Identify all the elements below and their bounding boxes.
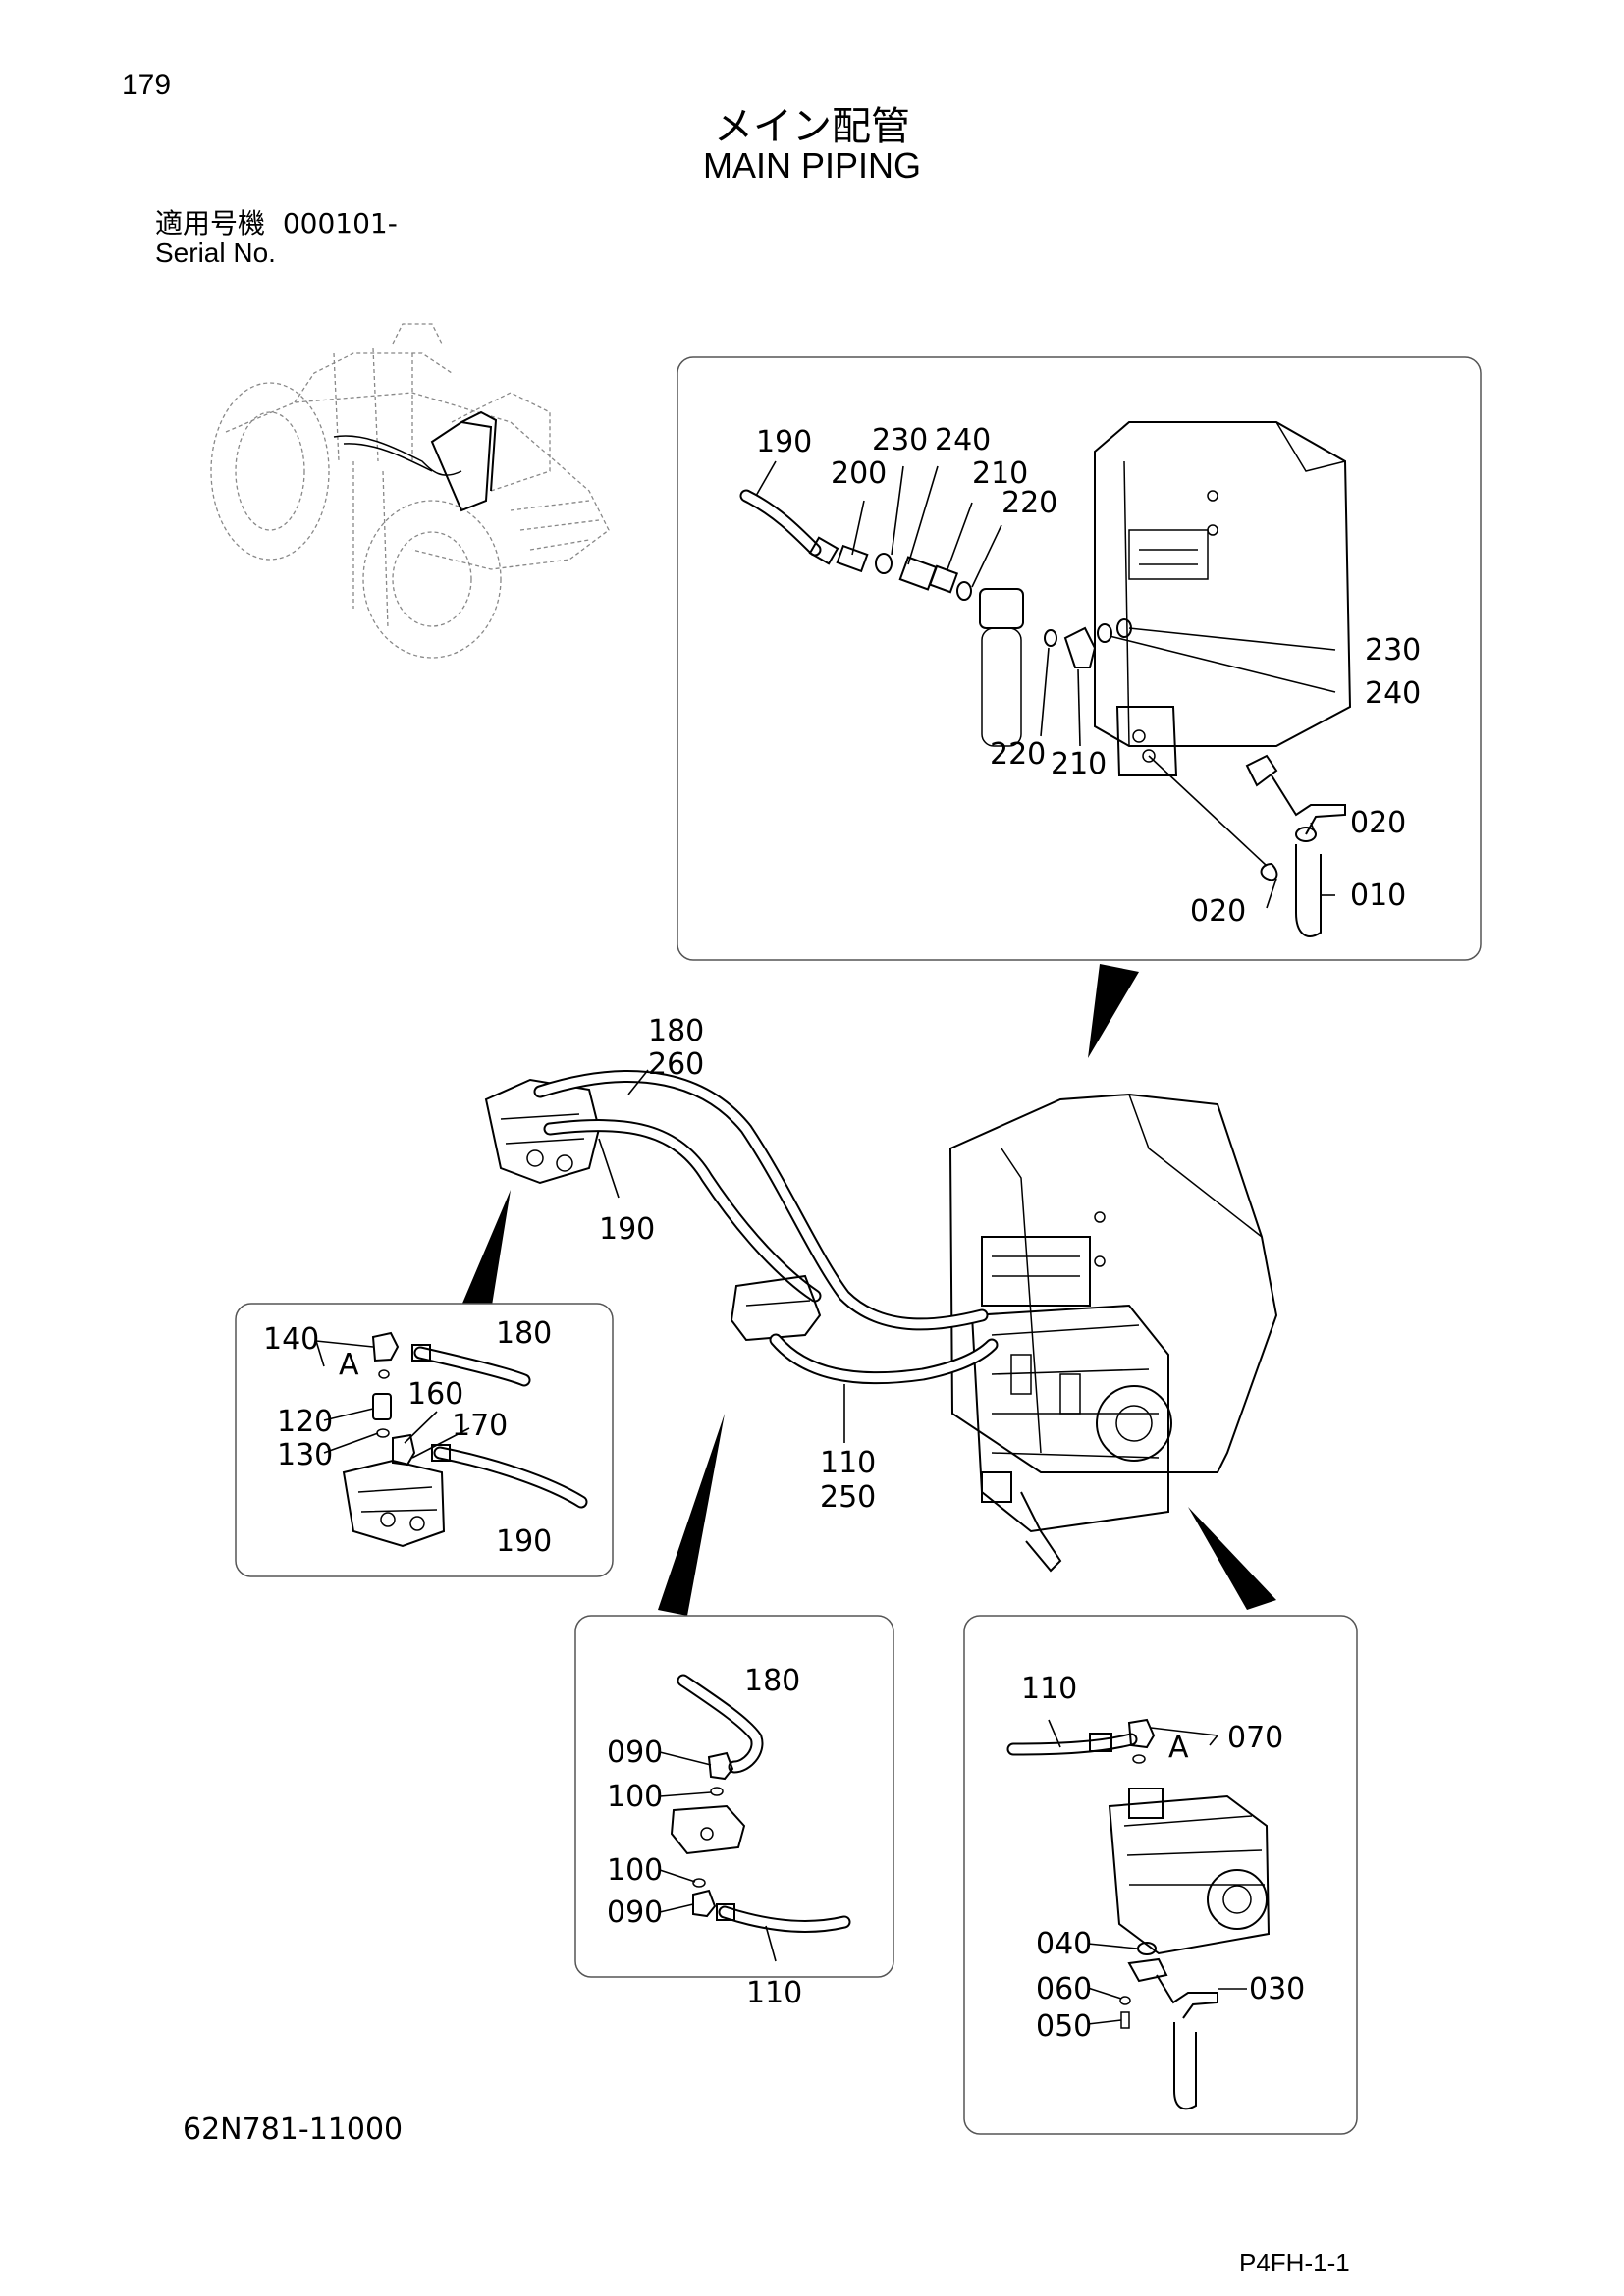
callout-a-left: A	[339, 1348, 359, 1382]
callout-050: 050	[1036, 2009, 1092, 2044]
pointer-wedge-right	[1188, 1507, 1276, 1610]
serial-label-jp-text: 適用号機	[155, 207, 266, 240]
callout-180-left: 180	[496, 1316, 552, 1351]
callout-200: 200	[831, 456, 887, 491]
detail-panel-middle-valve: 180 090 100 100 090 110	[574, 1615, 894, 2010]
page-number: 179	[122, 69, 172, 101]
pointer-wedge-center	[658, 1414, 725, 1616]
callout-090-bottom: 090	[607, 1896, 663, 1930]
callout-230-right: 230	[1365, 633, 1421, 667]
callout-170: 170	[452, 1409, 508, 1443]
callout-020-right: 020	[1350, 806, 1406, 840]
main-assembly-view: 180 260 190 110 250	[484, 1014, 1278, 1573]
callout-230-top: 230	[872, 423, 928, 457]
callout-260: 260	[648, 1047, 704, 1082]
callout-070: 070	[1227, 1721, 1283, 1755]
pointer-wedge-left	[461, 1190, 511, 1311]
callout-210-top: 210	[972, 456, 1028, 491]
callout-220-top: 220	[1001, 486, 1057, 520]
callout-040: 040	[1036, 1927, 1092, 1961]
callout-190-left: 190	[496, 1524, 552, 1559]
callout-220-bottom: 220	[990, 737, 1046, 772]
callout-020-left: 020	[1190, 894, 1246, 929]
callout-190-main: 190	[599, 1212, 655, 1247]
callout-030: 030	[1249, 1972, 1305, 2006]
callout-210-bottom: 210	[1051, 747, 1107, 781]
callout-180-center: 180	[744, 1664, 800, 1698]
callout-110-main: 110	[820, 1446, 876, 1480]
callout-180-main: 180	[648, 1014, 704, 1048]
callout-130: 130	[277, 1438, 333, 1472]
callout-060: 060	[1036, 1972, 1092, 2006]
callout-090-top: 090	[607, 1735, 663, 1770]
page-code: P4FH-1-1	[1239, 2248, 1350, 2277]
callout-110-center: 110	[746, 1976, 802, 2010]
callout-240-right: 240	[1365, 676, 1421, 711]
detail-panel-hydraulic-tank: 190 230 240 200 210 220 230 240 220 210 …	[677, 356, 1482, 961]
callout-140: 140	[263, 1322, 319, 1357]
page-title: MAIN PIPING	[702, 145, 922, 186]
callout-120: 120	[277, 1405, 333, 1439]
machine-overview-illustration	[210, 323, 610, 659]
detail-panel-pump: 110 A 070 040 060 030 050	[963, 1615, 1358, 2135]
callout-110-right: 110	[1021, 1672, 1077, 1706]
callout-250: 250	[820, 1480, 876, 1515]
callout-010: 010	[1350, 879, 1406, 913]
serial-label-english: Serial No.	[155, 238, 276, 268]
callout-240-top: 240	[935, 423, 991, 457]
callout-100-bottom: 100	[607, 1853, 663, 1888]
detail-panel-control-valve: 140 A 180 120 160 130 170 190	[235, 1303, 614, 1577]
page-title-japanese: メイン配管	[714, 104, 910, 149]
pointer-wedge-top	[1088, 964, 1139, 1058]
callout-160: 160	[407, 1377, 463, 1412]
serial-number-value: 000101-	[282, 207, 398, 240]
callout-190-top: 190	[756, 425, 812, 459]
callout-100-top: 100	[607, 1780, 663, 1814]
drawing-number: 62N781-11000	[183, 2112, 404, 2147]
serial-label-japanese: 適用号機 000101-	[155, 202, 398, 241]
callout-a-right: A	[1168, 1731, 1189, 1765]
